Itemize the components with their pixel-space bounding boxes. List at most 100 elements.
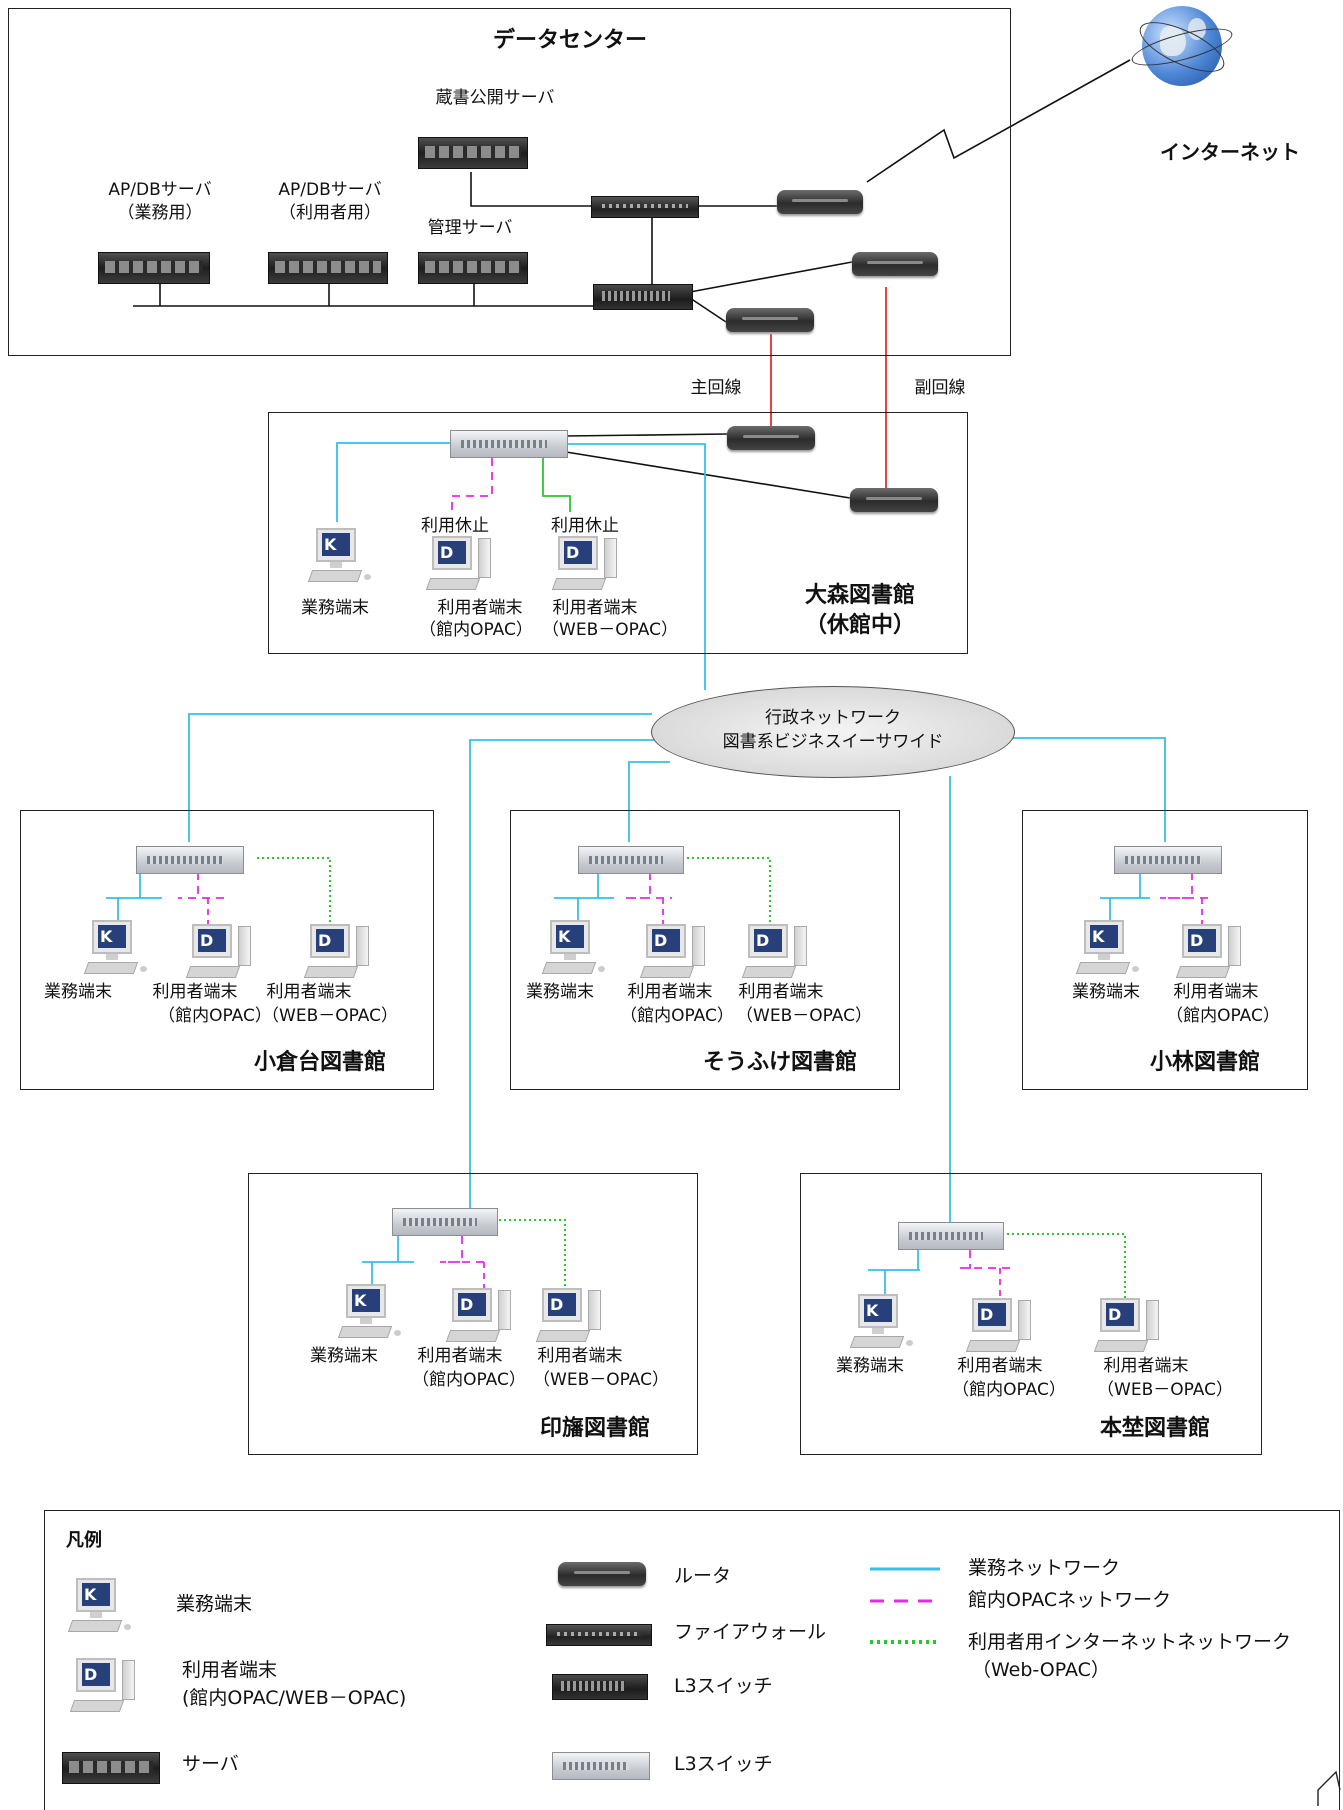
kobayashi-title: 小林図書館: [1149, 1050, 1260, 1075]
router-icon: [558, 1562, 646, 1586]
legend-user-terminal-1: 利用者端末: [182, 1659, 278, 1681]
router-icon: [726, 308, 814, 332]
legend-server: サーバ: [182, 1753, 239, 1775]
legend-business-network: 業務ネットワーク: [968, 1557, 1121, 1579]
kobayashi-business-terminal: 業務端末: [1072, 982, 1140, 1002]
omori-status-opac: 利用休止: [421, 516, 489, 536]
motohari-business-terminal: 業務端末: [836, 1356, 904, 1376]
pc-d-icon: D: [1175, 924, 1244, 984]
wan-ogura: [188, 713, 652, 842]
wan-cloud: [651, 686, 1015, 778]
pc-k-icon: K: [83, 920, 150, 980]
inba-opac: [440, 1236, 490, 1263]
wan-soufuke: [628, 761, 670, 842]
ogura-library-box: [20, 810, 434, 1090]
wan-label-1: 行政ネットワーク: [765, 708, 901, 728]
soufuke-library-box: [510, 810, 900, 1090]
omori-line-router1: [565, 433, 728, 437]
motohari-user-opac-2: （館内OPAC）: [952, 1380, 1066, 1400]
l3-switch-light-icon: [898, 1222, 1004, 1250]
internet-link: [866, 59, 1131, 183]
server-icon: [98, 252, 210, 284]
router-icon: [777, 190, 863, 214]
firewall-icon: [546, 1624, 652, 1646]
router-icon: [852, 252, 938, 276]
legend-opac-network: 館内OPACネットワーク: [968, 1589, 1172, 1611]
pc-d-icon: D: [69, 1658, 138, 1718]
public-server-label: 蔵書公開サーバ: [435, 88, 555, 108]
l3-switch-light-icon: [450, 430, 568, 458]
motohari-library-box: [800, 1173, 1262, 1455]
omori-title: 大森図書館: [804, 583, 915, 608]
ogura-title: 小倉台図書館: [253, 1050, 386, 1075]
legend-firewall: ファイアウォール: [674, 1621, 827, 1643]
kobayashi-user-opac-1: 利用者端末: [1173, 982, 1259, 1002]
router-icon: [727, 426, 815, 450]
motohari-web: [1002, 1233, 1126, 1298]
sub-line-label: 副回線: [914, 378, 966, 398]
motohari-business: [868, 1250, 920, 1271]
motohari-user-opac-1: 利用者端末: [957, 1356, 1043, 1376]
dc-line-server-fw: [470, 172, 591, 207]
soufuke-user-web-2: （WEB－OPAC）: [736, 1006, 872, 1026]
pc-k-icon: K: [337, 1284, 404, 1344]
server-icon: [268, 252, 388, 284]
wan-inba: [469, 739, 655, 1208]
omori-user-opac-2: （館内OPAC）: [419, 620, 533, 640]
legend-business-terminal: 業務端末: [176, 1593, 253, 1615]
soufuke-user-web-1: 利用者端末: [738, 982, 824, 1002]
ap-user-label-2: （利用者用）: [279, 203, 381, 223]
l3-switch-light-icon: [552, 1752, 650, 1780]
ogura-user-opac-1: 利用者端末: [152, 982, 238, 1002]
kobayashi-opac: [1160, 872, 1212, 899]
omori-business-terminal: 業務端末: [301, 598, 369, 618]
l3-switch-dark-icon: [552, 1674, 648, 1700]
ogura-business-terminal: 業務端末: [44, 982, 112, 1002]
inba-user-web-1: 利用者端末: [537, 1346, 623, 1366]
data-center-title: データセンター: [492, 28, 647, 53]
omori-opac-line: [451, 458, 493, 512]
legend-l3-switch-dark: L3スイッチ: [674, 1675, 773, 1697]
inba-user-web-2: （WEB－OPAC）: [533, 1370, 669, 1390]
pc-d-icon: D: [551, 536, 620, 596]
pc-k-icon: K: [541, 920, 608, 980]
internet-label: インターネット: [1160, 140, 1300, 164]
ogura-user-opac-2: （館内OPAC）: [158, 1006, 272, 1026]
l3-switch-light-icon: [578, 846, 684, 874]
motohari-opac: [960, 1250, 1010, 1269]
soufuke-user-opac-1: 利用者端末: [627, 982, 713, 1002]
main-line-label: 主回線: [690, 378, 742, 398]
firewall-icon: [591, 196, 699, 218]
globe-icon: [1128, 4, 1236, 92]
omori-library-box: [268, 412, 968, 654]
soufuke-business-terminal: 業務端末: [526, 982, 594, 1002]
pc-d-icon: D: [535, 1288, 604, 1348]
ogura-opac: [178, 872, 228, 899]
motohari-title: 本埜図書館: [1099, 1416, 1210, 1441]
legend-box: [44, 1510, 1340, 1810]
ap-user-label-1: AP/DBサーバ: [278, 180, 382, 200]
server-icon: [418, 252, 528, 284]
ogura-user-web-1: 利用者端末: [266, 982, 352, 1002]
legend-l3-switch-light: L3スイッチ: [674, 1753, 773, 1775]
pc-d-icon: D: [445, 1288, 514, 1348]
l3-switch-light-icon: [136, 846, 244, 874]
pc-d-icon: D: [303, 924, 372, 984]
legend-title: 凡例: [66, 1530, 102, 1551]
soufuke-business: [554, 872, 614, 899]
motohari-user-web-1: 利用者端末: [1103, 1356, 1189, 1376]
legend-folded-corner: [1317, 1770, 1341, 1806]
pc-d-icon: D: [965, 1298, 1034, 1358]
server-icon: [418, 137, 528, 169]
inba-library-box: [248, 1173, 698, 1455]
ogura-user-web-2: （WEB－OPAC）: [262, 1006, 398, 1026]
l3-switch-light-icon: [392, 1208, 498, 1236]
inba-title: 印旛図書館: [539, 1416, 650, 1441]
ogura-web: [257, 857, 331, 924]
inba-business: [362, 1236, 414, 1263]
mgmt-server-label: 管理サーバ: [427, 218, 513, 238]
pc-d-icon: D: [1093, 1298, 1162, 1358]
soufuke-opac: [624, 872, 672, 899]
l3-switch-dark-icon: [593, 284, 693, 310]
